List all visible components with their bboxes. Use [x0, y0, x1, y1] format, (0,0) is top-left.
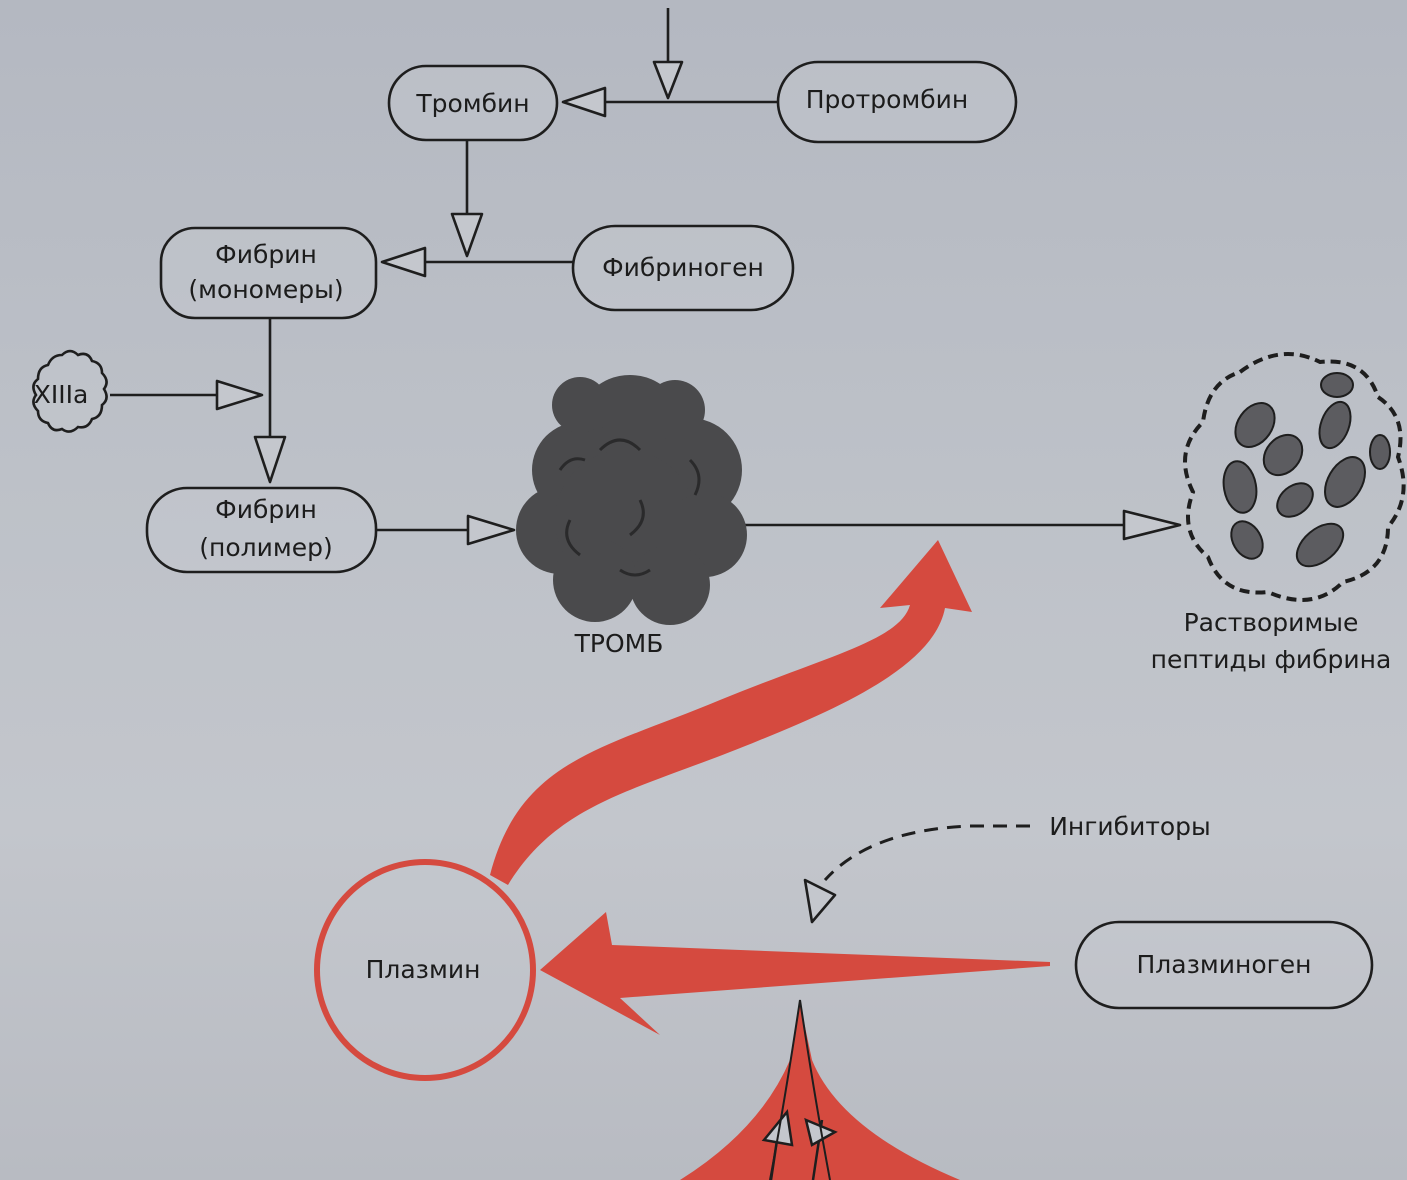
fibrinogen-to-fibrin-arrowhead — [380, 246, 427, 278]
plasmin-to-thrombus-arrow — [490, 540, 972, 885]
fibrin-monomers-label-1: Фибрин — [215, 240, 317, 269]
monomers-down-arrowhead — [253, 435, 287, 484]
fibrinogen-node — [571, 224, 795, 312]
prothrombin-node — [776, 60, 1018, 144]
fibrin-polymer-node — [145, 486, 378, 574]
inhibitors-label: Ингибиторы — [1049, 812, 1211, 841]
soluble-peptides-label-1: Растворимые — [1184, 608, 1359, 637]
activator-arrowhead-left — [761, 1109, 794, 1147]
polymer-to-thrombus-arrowhead — [466, 514, 516, 546]
prothrombin-label: Протромбин — [806, 85, 969, 114]
plasminogen-to-plasmin-arrow — [540, 912, 1050, 1035]
thrombus-to-peptides-arrowhead — [1122, 509, 1182, 541]
fibrin-monomers-node — [159, 226, 378, 320]
prothrombin-to-thrombin-arrowhead — [561, 86, 607, 118]
plasmin-label: Плазмин — [366, 955, 481, 984]
inhibitors-arrowhead — [803, 878, 837, 924]
factor-xiiia-label: XIIIa — [34, 380, 89, 409]
plasminogen-label: Плазминоген — [1137, 950, 1312, 979]
plasminogen-node — [1074, 920, 1374, 1010]
thrombus-label: ТРОМБ — [574, 629, 664, 658]
thrombus-clot-icon — [516, 375, 747, 625]
plasmin-node — [314, 859, 536, 1081]
inhibitors-dashed-arrow — [823, 824, 1030, 882]
thrombin-down-arrowhead — [450, 212, 484, 258]
incoming-top-arrowhead — [652, 60, 684, 100]
xiiia-arrowhead — [215, 379, 264, 411]
fibrin-polymer-label-1: Фибрин — [215, 495, 317, 524]
fibrinogen-label: Фибриноген — [602, 253, 764, 282]
fibrin-polymer-label-2: (полимер) — [199, 533, 332, 562]
soluble-peptides-icon — [1183, 352, 1406, 602]
factor-xiiia-node — [32, 349, 108, 433]
soluble-peptides-label-2: пептиды фибрина — [1151, 645, 1392, 674]
activator-source-shape — [680, 1003, 960, 1180]
thrombin-label: Тромбин — [415, 89, 529, 118]
fibrin-monomers-label-2: (мономеры) — [188, 275, 343, 304]
thrombin-node — [387, 64, 559, 142]
